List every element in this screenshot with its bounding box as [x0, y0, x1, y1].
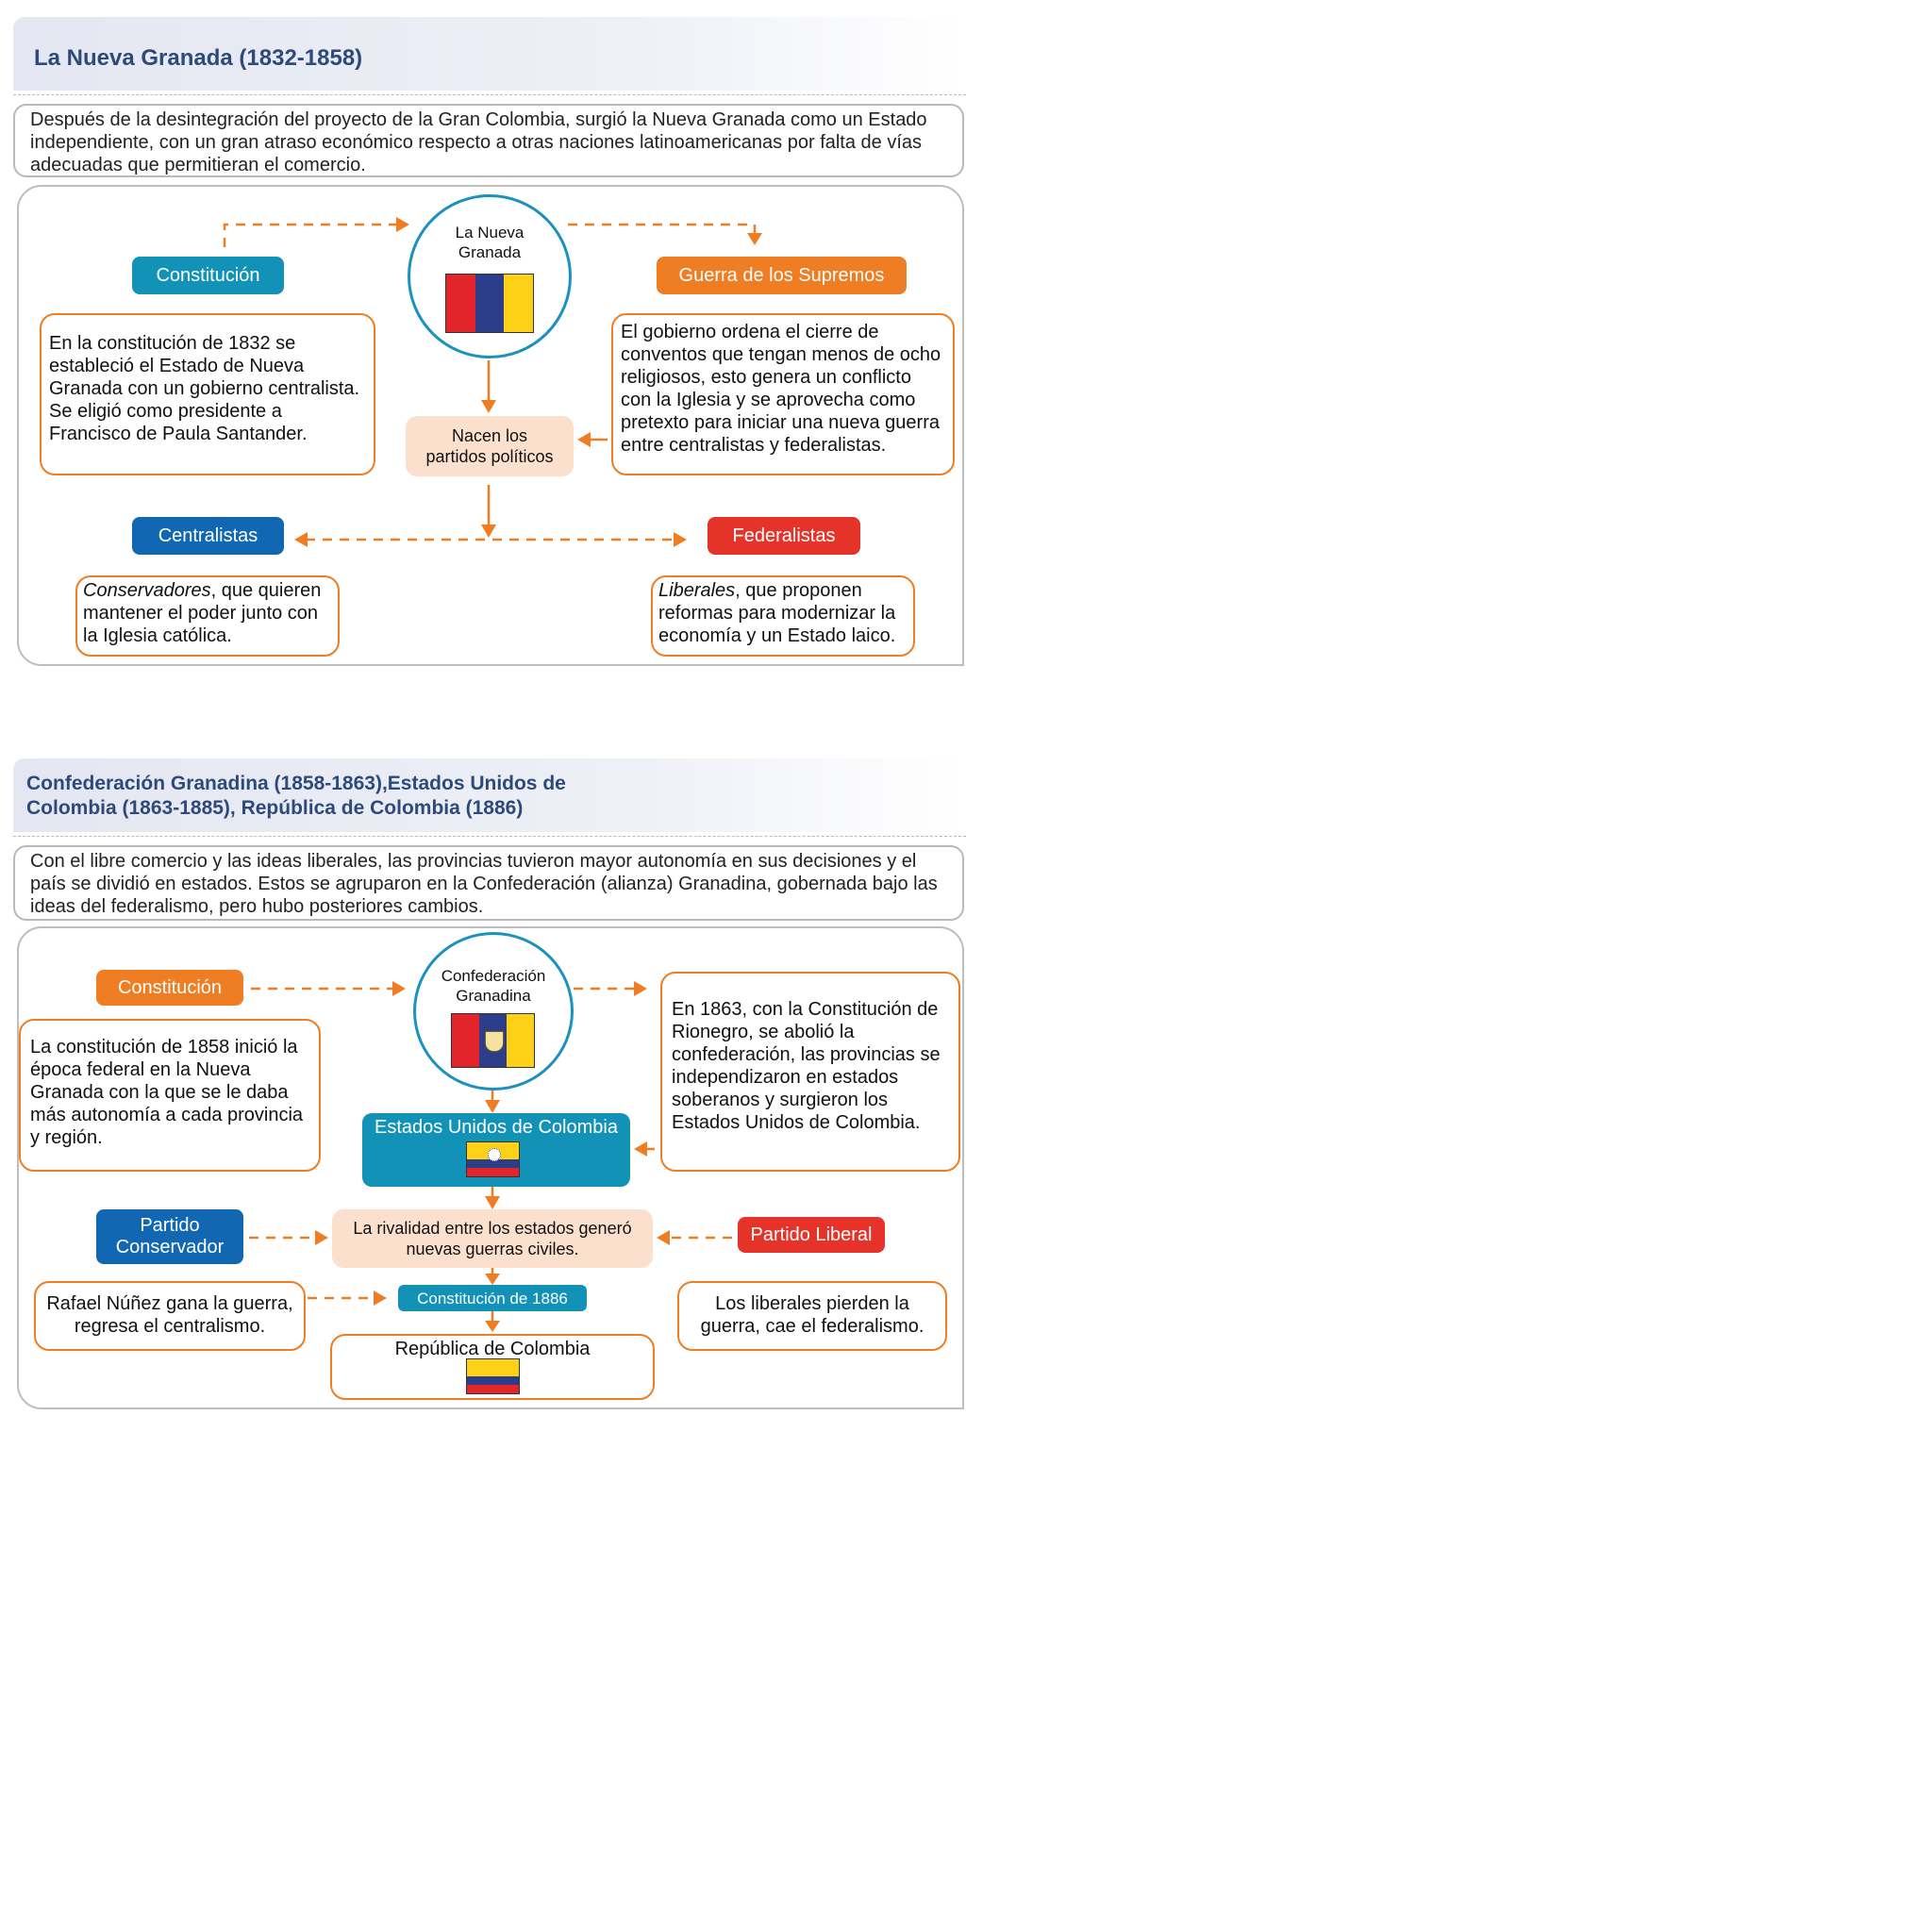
liberales-pierden-box: Los liberales pierden la guerra, cae el … [677, 1281, 947, 1351]
partidos-politicos-box: Nacen los partidos políticos [406, 416, 574, 476]
stars-emblem-icon [488, 1148, 501, 1161]
liberales-term: Liberales [658, 580, 736, 601]
la-nueva-granada-label: La Nueva Granada [455, 224, 525, 261]
section1-intro: Después de la desintegración del proyect… [13, 104, 964, 177]
section2-title-line2: Colombia (1863-1885), República de Colom… [26, 797, 524, 819]
guerra-supremos-badge: Guerra de los Supremos [657, 257, 907, 294]
nueva-granada-flag [445, 274, 534, 333]
confederacion-label: Confederación Granadina [441, 967, 546, 1005]
confederacion-flag [451, 1013, 535, 1068]
centralistas-text: , que quieren mantener el poder junto co… [83, 580, 322, 646]
rivalidad-box: La rivalidad entre los estados generó nu… [332, 1209, 653, 1268]
section1-header [13, 17, 962, 91]
constitucion-1858-box: La constitución de 1858 inició la época … [19, 1019, 321, 1172]
nunez-box: Rafael Núñez gana la guerra, regresa el … [34, 1281, 306, 1351]
centralistas-box: Conservadores, que quieren mantener el p… [75, 575, 340, 657]
section2-intro: Con el libre comercio y las ideas libera… [13, 845, 964, 921]
republica-colombia-label: República de Colombia [394, 1339, 591, 1359]
section2-divider [13, 836, 966, 837]
constitucion-1832-badge: Constitución [132, 257, 284, 294]
republica-colombia-flag [466, 1358, 520, 1394]
section2-header [13, 758, 962, 832]
federalistas-text: , que proponen reformas para modernizar … [658, 580, 896, 646]
constitucion-1886-badge: Constitución de 1886 [398, 1285, 587, 1311]
estados-unidos-colombia-label: Estados Unidos de Colombia [375, 1117, 618, 1138]
federalistas-box: Liberales, que proponen reformas para mo… [651, 575, 915, 657]
section1-title: La Nueva Granada (1832-1858) [34, 45, 363, 71]
coat-of-arms-icon [485, 1031, 504, 1052]
constitucion-1858-badge: Constitución [96, 970, 243, 1006]
section2-title-line1: Confederación Granadina (1858-1863),Esta… [26, 773, 566, 794]
conservadores-term: Conservadores [83, 580, 211, 601]
rionegro-box: En 1863, con la Constitución de Rionegro… [660, 972, 960, 1172]
constitucion-1832-box: En la constitución de 1832 se estableció… [40, 313, 375, 475]
estados-unidos-colombia-flag [466, 1141, 520, 1177]
federalistas-badge: Federalistas [708, 517, 860, 555]
partido-liberal-badge: Partido Liberal [738, 1217, 885, 1253]
centralistas-badge: Centralistas [132, 517, 284, 555]
guerra-supremos-box: El gobierno ordena el cierre de convento… [611, 313, 955, 475]
partido-conservador-badge: Partido Conservador [96, 1209, 243, 1264]
section1-divider [13, 94, 966, 95]
